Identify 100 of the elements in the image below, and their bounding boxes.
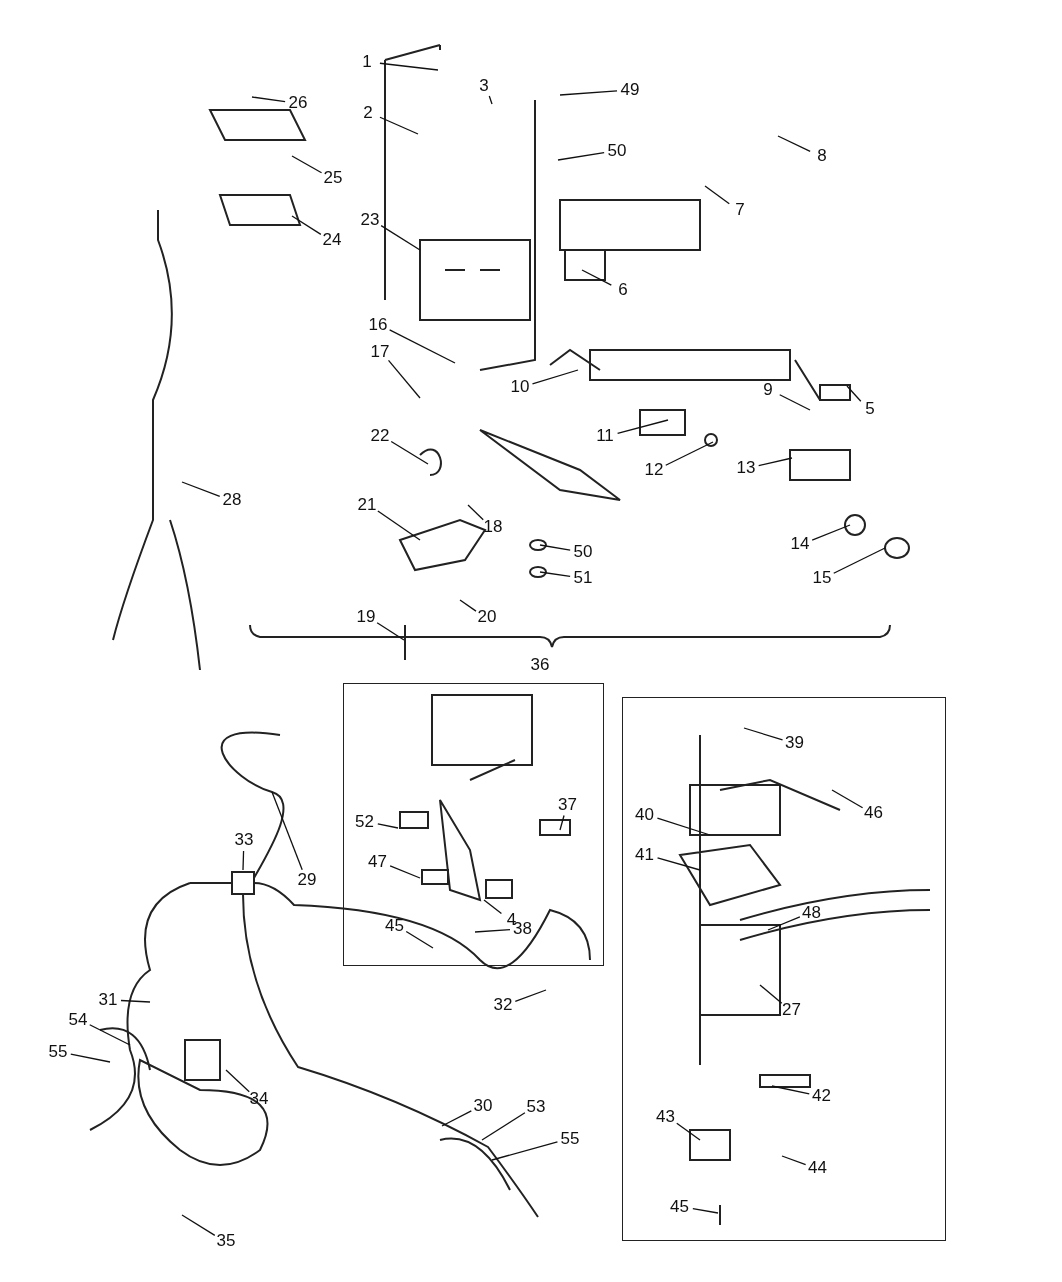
leader-line [831,789,864,809]
callout-number: 48 [802,903,821,922]
callout-number: 14 [790,535,810,553]
leader-line [771,1085,810,1095]
callout-number: 3 [479,77,489,95]
callout-number: 28 [222,491,242,509]
callout-number: 39 [785,733,804,752]
leader-line [120,999,151,1003]
leader-line [377,823,399,829]
callout-number: 33 [234,831,254,849]
callout-number: 11 [596,427,614,445]
leader-line [459,599,477,612]
callout-number: 41 [635,845,654,864]
callout-number: 25 [323,169,343,187]
leader-line [539,571,571,578]
leader-line [389,329,456,364]
leader-line [692,1208,719,1214]
leader-line [514,989,547,1003]
callout-number: 42 [812,1086,831,1105]
callout-number: 53 [526,1098,546,1116]
callout-number: 51 [573,569,593,587]
leader-line [488,95,493,105]
callout-number: 2 [363,104,373,122]
leader-line [539,544,571,551]
callout-number: 55 [48,1043,68,1061]
leader-line [704,185,730,205]
parts-frame [622,697,946,1241]
callout-number: 40 [635,805,654,824]
callout-number: 37 [558,795,577,814]
callout-number: 35 [216,1232,236,1250]
parts-frame [343,683,604,966]
leader-line [665,441,714,466]
leader-line [531,369,579,385]
leader-line [380,225,421,251]
leader-line [779,394,811,411]
leader-line [242,850,245,871]
leader-line [70,1053,111,1063]
leader-line [405,930,434,949]
leader-line [656,857,701,871]
callout-number: 10 [510,378,530,396]
callout-number: 27 [782,1000,801,1019]
leader-line [483,899,503,915]
leader-line [251,96,286,103]
callout-number: 47 [368,852,387,871]
callout-number: 13 [736,459,756,477]
leader-line [656,817,711,836]
leader-line [481,1112,526,1141]
leader-line [676,1122,701,1141]
leader-line [271,791,303,871]
leader-line [377,510,421,541]
callout-number: 1 [362,53,372,71]
callout-number: 26 [288,94,308,112]
callout-number: 31 [98,991,118,1009]
callout-number: 15 [812,569,832,587]
leader-line [846,385,862,402]
callout-number: 4 [506,910,517,929]
leader-line [781,1155,807,1166]
leader-line [491,1141,559,1161]
leader-line [291,215,322,235]
callout-number: 54 [68,1011,88,1029]
leader-line [379,116,419,135]
callout-number: 8 [817,147,827,165]
leader-line [758,457,793,467]
callout-number: 20 [477,608,497,626]
callout-number: 30 [473,1097,493,1115]
leader-line [777,135,811,153]
leader-line [441,1110,472,1127]
callout-number: 34 [249,1090,269,1108]
leader-line [616,419,669,434]
callout-number: 49 [620,81,640,99]
callout-number: 21 [357,496,377,514]
callout-number: 50 [607,142,627,160]
callout-number: 45 [670,1197,689,1216]
leader-line [557,152,605,161]
callout-number: 23 [360,211,380,229]
assembly-number: 36 [530,656,550,674]
leader-line [379,62,439,71]
callout-number: 12 [644,461,664,479]
callout-number: 18 [483,518,503,536]
leader-line [811,524,851,541]
leader-line [743,727,784,741]
leader-line [559,90,618,96]
callout-number: 52 [355,812,374,831]
leader-line [387,359,421,399]
leader-line [559,814,565,831]
callout-number: 55 [560,1130,580,1148]
callout-number: 6 [618,281,628,299]
leader-line [89,1024,131,1046]
callout-number: 7 [735,201,745,219]
callout-number: 17 [370,343,390,361]
leader-line [833,547,886,574]
callout-number: 29 [297,871,317,889]
callout-number: 9 [763,381,773,399]
callout-number: 50 [573,543,593,561]
leader-line [181,481,221,497]
leader-line [181,1214,216,1237]
callout-number: 5 [865,400,875,418]
callout-number: 24 [322,231,342,249]
callout-number: 43 [656,1107,675,1126]
leader-line [291,155,323,174]
